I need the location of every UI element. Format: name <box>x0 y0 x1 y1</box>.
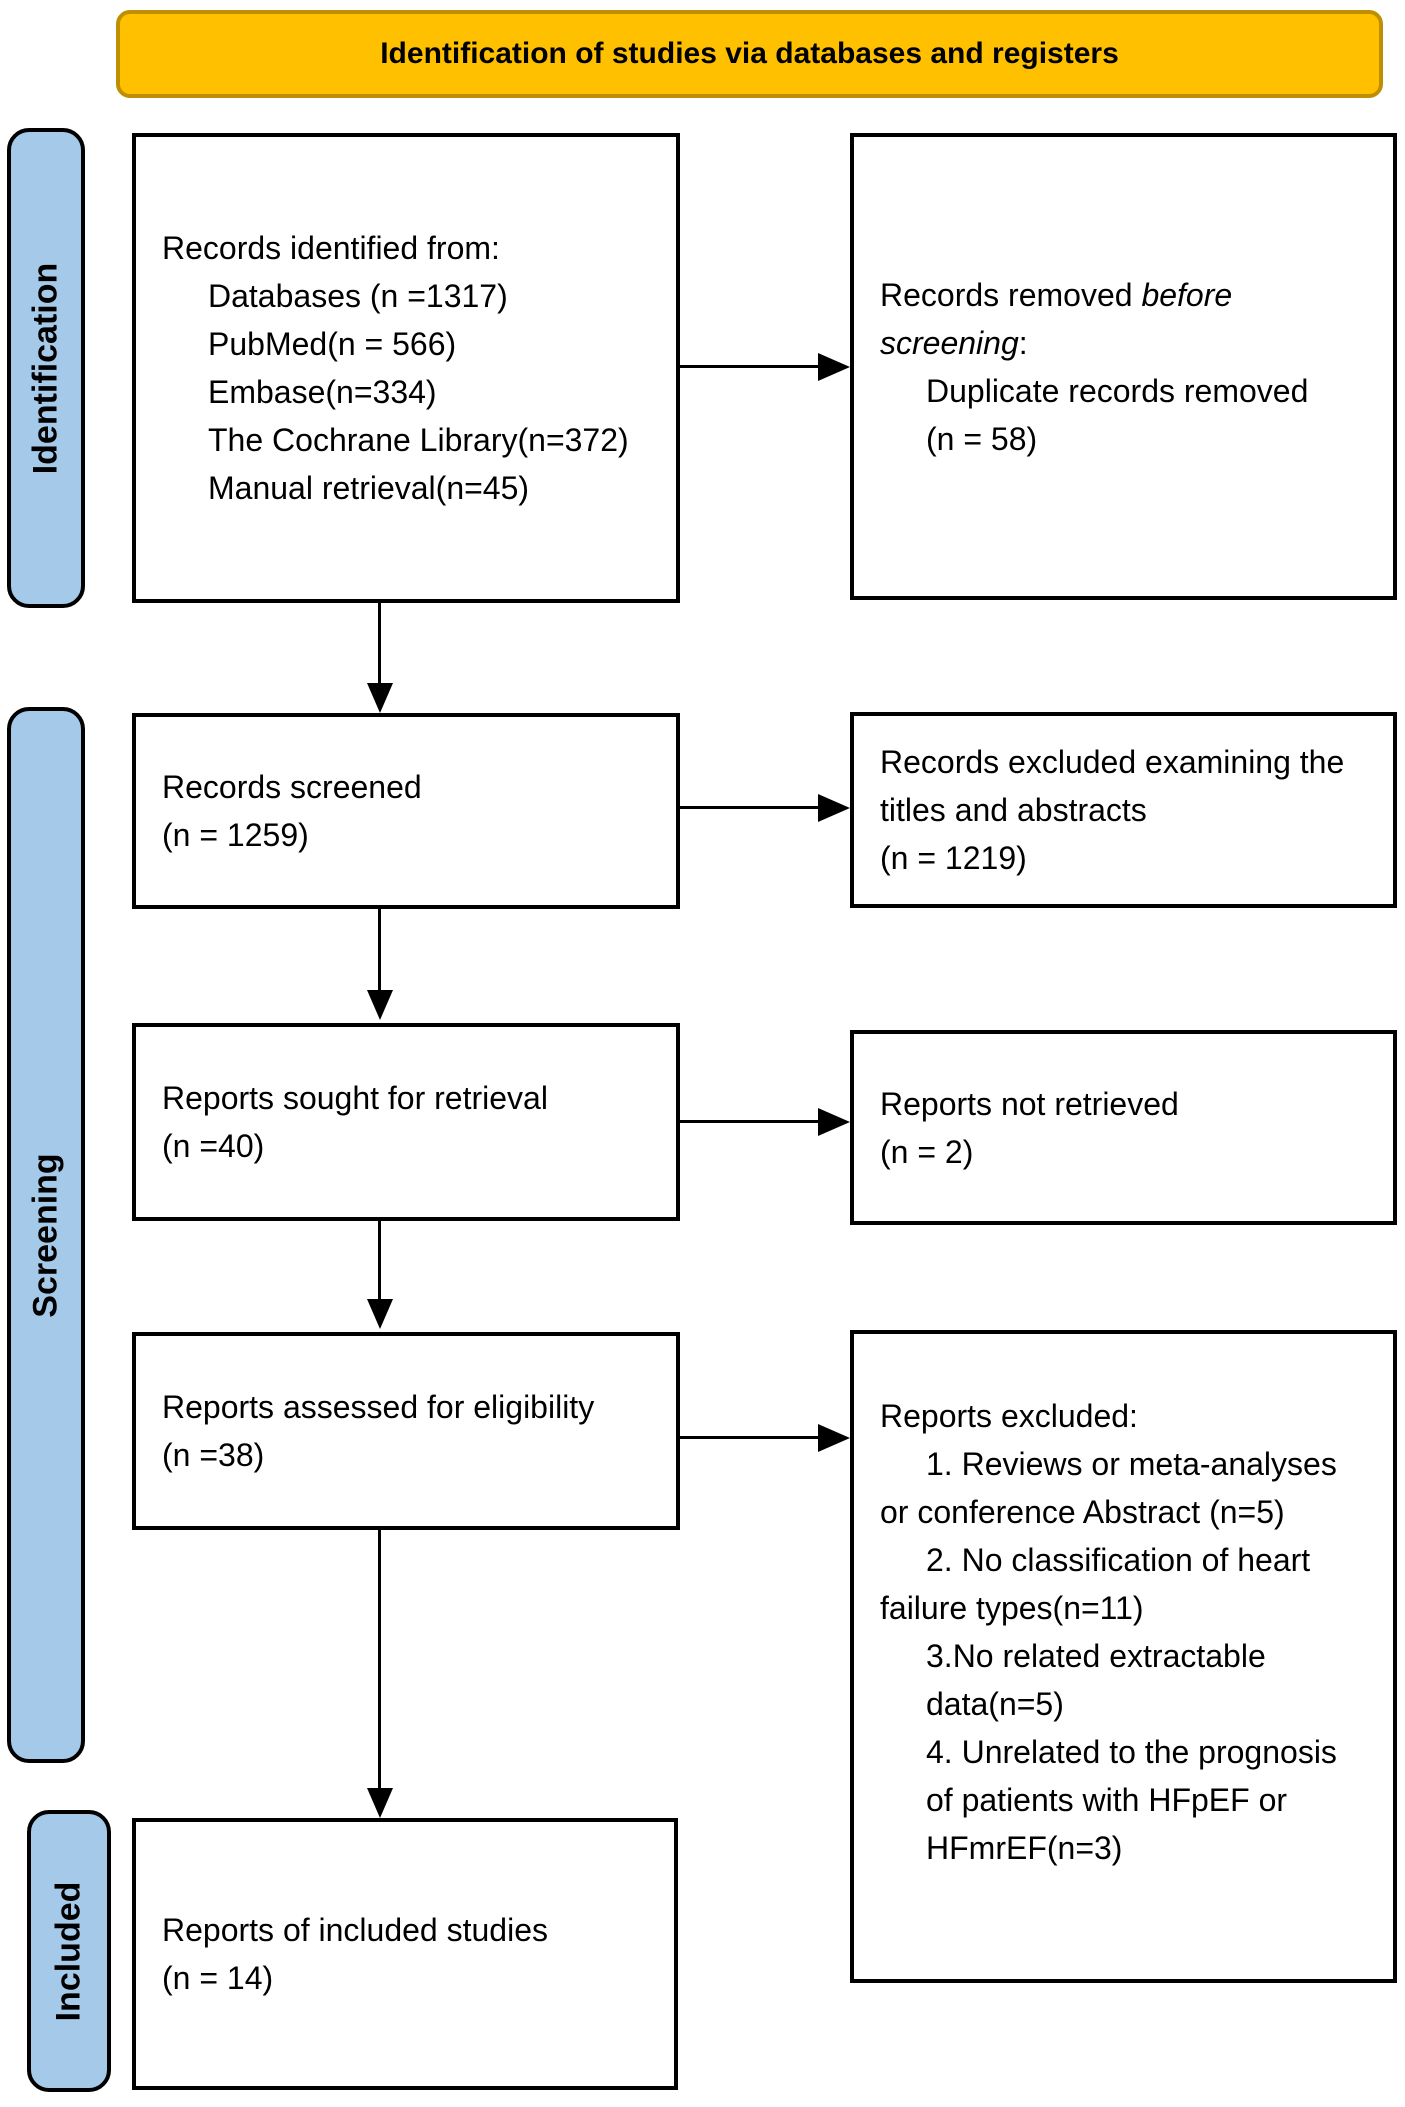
text-line: 4. Unrelated to the prognosis <box>926 1734 1337 1770</box>
arrow-sought-to-assessed-head <box>367 1299 393 1329</box>
text-line: PubMed(n = 566) <box>208 326 457 362</box>
header-banner: Identification of studies via databases … <box>116 10 1383 98</box>
arrow-assessed-to-included-head <box>367 1788 393 1818</box>
arrow-sought-to-not-retrieved-line <box>680 1120 820 1123</box>
stage-bar-screening: Screening <box>7 707 85 1763</box>
arrow-screened-to-excluded-line <box>680 806 820 809</box>
arrow-sought-to-assessed-line <box>378 1220 381 1301</box>
arrow-identified-to-screened-line <box>378 603 381 685</box>
arrow-identified-to-screened-head <box>367 683 393 713</box>
text-line: Databases (n =1317) <box>208 278 508 314</box>
text-line: 1. Reviews or meta-analyses <box>926 1446 1337 1482</box>
text-line: (n =40) <box>162 1128 265 1164</box>
text-line: data(n=5) <box>926 1686 1064 1722</box>
text-line: titles and abstracts <box>880 792 1147 828</box>
arrow-identified-to-removed-head <box>818 353 850 381</box>
header-title: Identification of studies via databases … <box>380 37 1119 70</box>
arrow-assessed-to-included-line <box>378 1530 381 1790</box>
text-line: Records excluded examining the <box>880 744 1345 780</box>
text-line: The Cochrane Library(n=372) <box>208 422 629 458</box>
stage-label-included: Included <box>49 1881 88 2021</box>
box-records-screened: Records screened (n = 1259) <box>132 713 680 909</box>
text-line: Manual retrieval(n=45) <box>208 470 530 506</box>
box-reports-sought-for-retrieval: Reports sought for retrieval (n =40) <box>132 1023 680 1221</box>
arrow-screened-to-sought-line <box>378 908 381 992</box>
text-line: failure types(n=11) <box>880 1590 1144 1626</box>
box-reports-of-included-studies: Reports of included studies (n = 14) <box>132 1818 678 2090</box>
arrow-sought-to-not-retrieved-head <box>818 1108 850 1136</box>
stage-bar-identification: Identification <box>7 128 85 608</box>
box-records-removed-before-screening: Records removed before screening: Duplicat… <box>850 133 1397 600</box>
text-line: of patients with HFpEF or <box>926 1782 1288 1818</box>
text-line: Duplicate records removed <box>926 372 1309 409</box>
text-line: Reports not retrieved <box>880 1085 1179 1122</box>
box-records-identified: Records identified from: Databases (n =13… <box>132 133 680 603</box>
box-records-excluded: Records excluded examining the titles and… <box>850 712 1397 908</box>
text-line: 3.No related extractable <box>926 1638 1266 1674</box>
text-line: (n = 58) <box>926 420 1038 457</box>
text-line: (n = 1259) <box>162 817 309 853</box>
text-line: screening: <box>880 324 1028 361</box>
arrow-screened-to-excluded-head <box>818 794 850 822</box>
stage-bar-included: Included <box>27 1810 111 2092</box>
text-line: Reports of included studies <box>162 1912 548 1948</box>
arrow-assessed-to-excluded-line <box>680 1436 820 1439</box>
text-line: (n = 1219) <box>880 840 1027 876</box>
stage-label-screening: Screening <box>26 1152 65 1318</box>
text-line: (n =38) <box>162 1437 265 1473</box>
text-line: Records screened <box>162 769 422 805</box>
text-line: or conference Abstract (n=5) <box>880 1494 1285 1530</box>
arrow-assessed-to-excluded-head <box>818 1424 850 1452</box>
stage-label-identification: Identification <box>26 262 65 474</box>
text-line: Reports assessed for eligibility <box>162 1389 595 1425</box>
box-reports-not-retrieved: Reports not retrieved (n = 2) <box>850 1030 1397 1225</box>
text-line: Reports excluded: <box>880 1398 1138 1434</box>
arrow-identified-to-removed-line <box>680 365 820 368</box>
text-line: (n = 2) <box>880 1133 974 1170</box>
text-line: Records removed before <box>880 276 1233 313</box>
text-line: HFmrEF(n=3) <box>926 1830 1123 1866</box>
text-line: Records identified from: <box>162 230 500 266</box>
box-reports-excluded: Reports excluded: 1. Reviews or meta-anal… <box>850 1330 1397 1983</box>
text-line: 2. No classification of heart <box>926 1542 1311 1578</box>
arrow-screened-to-sought-head <box>367 990 393 1020</box>
box-reports-assessed-for-eligibility: Reports assessed for eligibility (n =38) <box>132 1332 680 1530</box>
text-line: Embase(n=334) <box>208 374 437 410</box>
text-line: Reports sought for retrieval <box>162 1080 548 1116</box>
text-line: (n = 14) <box>162 1960 274 1996</box>
